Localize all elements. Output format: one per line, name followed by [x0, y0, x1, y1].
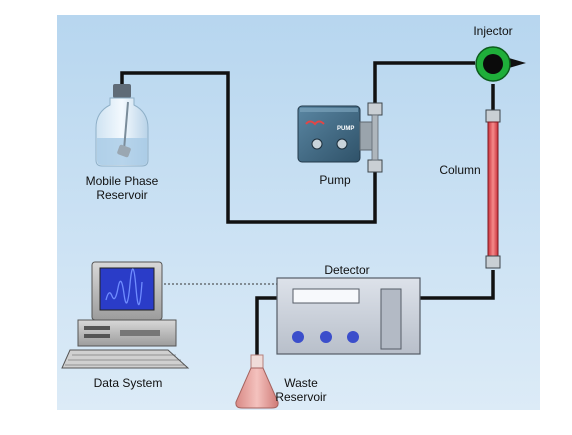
pump-badge-text: PUMP	[337, 126, 354, 132]
tubing	[120, 61, 495, 356]
injector-label: Injector	[473, 24, 513, 38]
injector-icon	[475, 46, 526, 82]
mobile-phase-label-line-2: Reservoir	[96, 188, 148, 202]
mobile-phase-label-line-1: Mobile Phase	[85, 174, 159, 188]
pump-label: Pump	[319, 173, 351, 187]
column-to-detector-tubing	[420, 270, 495, 300]
detector-label: Detector	[324, 263, 370, 277]
waste-label-line-1: Waste	[284, 376, 318, 390]
pump-to-injector-tubing	[373, 61, 475, 112]
data-system-computer-icon	[61, 261, 190, 369]
mobile-phase-reservoir-label: Mobile Phase Reservoir	[70, 174, 174, 202]
waste-reservoir-flask-icon	[235, 354, 279, 409]
data-system-label: Data System	[93, 376, 163, 390]
waste-reservoir-label: Waste Reservoir	[266, 376, 336, 404]
pump-icon	[297, 102, 383, 173]
detector-to-waste-tubing	[255, 296, 277, 356]
mobile-phase-reservoir-icon	[95, 84, 149, 167]
column-icon	[485, 109, 501, 269]
column-label: Column	[439, 163, 481, 177]
waste-label-line-2: Reservoir	[275, 390, 327, 404]
reservoir-to-pump-tubing	[120, 71, 377, 224]
detector-icon	[276, 277, 421, 355]
